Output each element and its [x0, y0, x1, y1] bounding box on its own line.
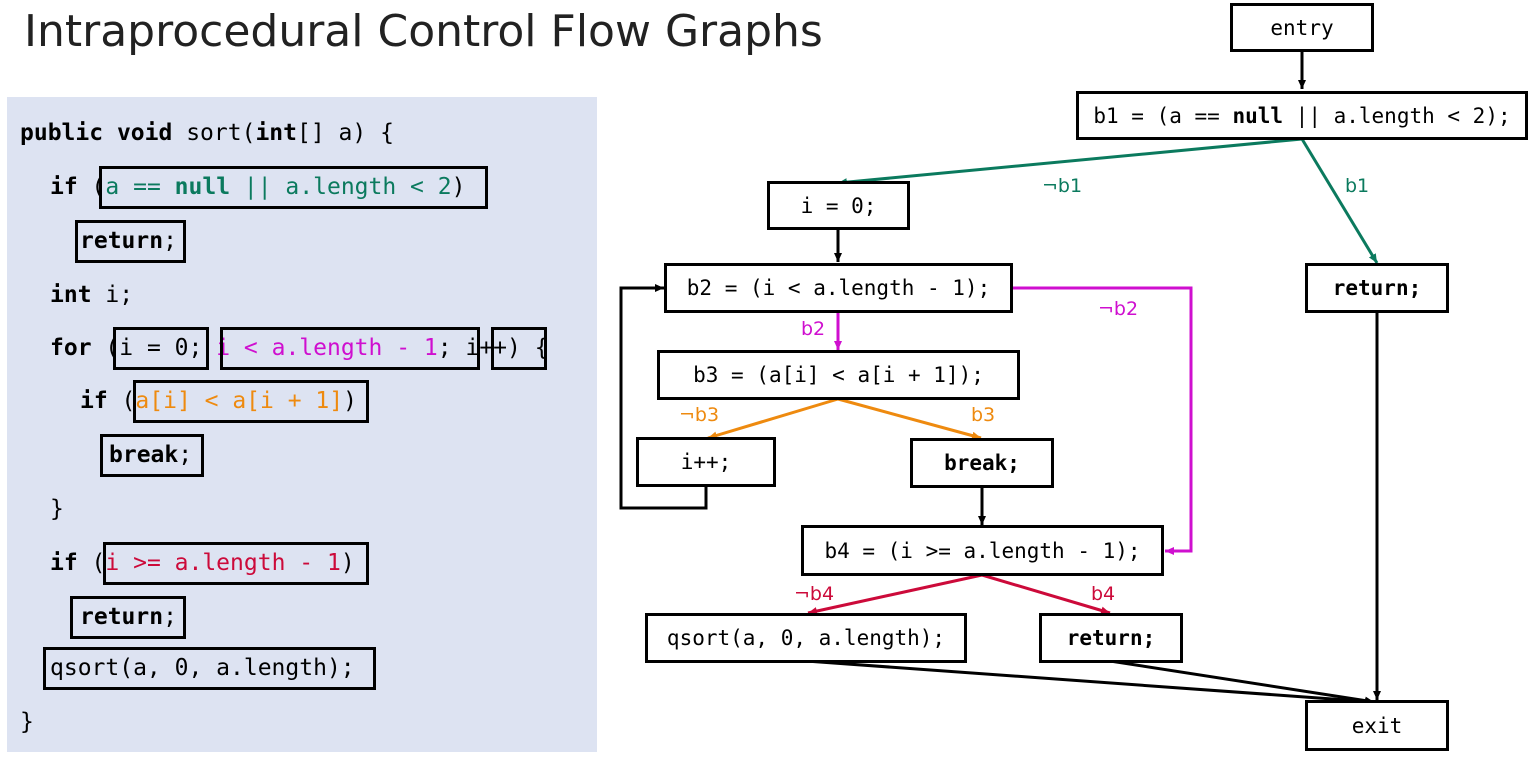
node-break: break; — [910, 438, 1054, 488]
node-b2: b2 = (i < a.length - 1); — [664, 263, 1013, 313]
edge-b3-true — [837, 397, 982, 440]
edge-return-bottom-exit — [1109, 659, 1375, 705]
edge-label-b2: b2 — [801, 318, 826, 340]
node-entry: entry — [1230, 3, 1374, 52]
edge-label-not-b3: ¬b3 — [679, 404, 720, 426]
code-line-signature: public void sort(int[] a) { — [20, 120, 394, 146]
code-line-close-for: } — [50, 496, 64, 522]
node-return-bottom: return; — [1039, 613, 1183, 663]
code-highlight-qsort — [43, 647, 376, 690]
code-line-if-null-check: if (a == null || a.length < 2) — [50, 174, 466, 200]
code-highlight-return-1 — [75, 220, 186, 263]
node-increment: i++; — [636, 437, 776, 487]
code-highlight-break — [100, 434, 204, 477]
edge-label-not-b2: ¬b2 — [1098, 298, 1139, 320]
edge-label-b3: b3 — [971, 404, 996, 426]
code-highlight-return-2 — [70, 596, 186, 639]
edge-increment-loop — [619, 284, 708, 510]
edge-label-not-b4: ¬b4 — [794, 583, 835, 605]
code-highlight-b4 — [103, 542, 369, 585]
code-highlight-init — [113, 327, 209, 370]
node-init: i = 0; — [767, 181, 910, 230]
edge-b2-false — [1011, 286, 1193, 555]
code-line-if-compare: if (a[i] < a[i + 1]) — [80, 388, 357, 414]
edge-label-b1: b1 — [1345, 175, 1370, 197]
code-line-return-2: return; — [80, 604, 177, 630]
node-b4: b4 = (i >= a.length - 1); — [801, 525, 1164, 576]
node-b1: b1 = (a == null || a.length < 2); — [1076, 91, 1528, 140]
edge-b1-false — [837, 137, 1303, 187]
page-title: Intraprocedural Control Flow Graphs — [24, 6, 823, 57]
code-highlight-b1 — [99, 166, 488, 209]
node-exit: exit — [1305, 700, 1449, 751]
edge-label-not-b1: ¬b1 — [1042, 175, 1083, 197]
edge-b3-false — [707, 397, 839, 440]
node-return-top: return; — [1305, 263, 1449, 313]
code-line-return-1: return; — [80, 228, 177, 254]
edge-label-b4: b4 — [1091, 583, 1116, 605]
edge-b1-true — [1300, 138, 1379, 264]
code-line-break: break; — [109, 442, 193, 468]
node-b3: b3 = (a[i] < a[i + 1]); — [657, 350, 1020, 400]
edge-b4-false — [807, 573, 983, 615]
edge-b4-true — [981, 573, 1111, 615]
code-line-int-decl: int i; — [50, 282, 134, 308]
code-highlight-b2 — [220, 327, 480, 370]
code-line-qsort: qsort(a, 0, a.length); — [50, 655, 355, 681]
code-highlight-increment — [491, 327, 547, 370]
code-highlight-b3 — [133, 380, 369, 423]
edge-qsort-exit — [805, 659, 1375, 706]
code-line-if-bound: if (i >= a.length - 1) — [50, 550, 355, 576]
code-line-for-loop: for (i = 0; i < a.length - 1; i++) { — [50, 335, 549, 361]
code-line-close-method: } — [20, 709, 34, 735]
node-qsort: qsort(a, 0, a.length); — [645, 613, 967, 663]
